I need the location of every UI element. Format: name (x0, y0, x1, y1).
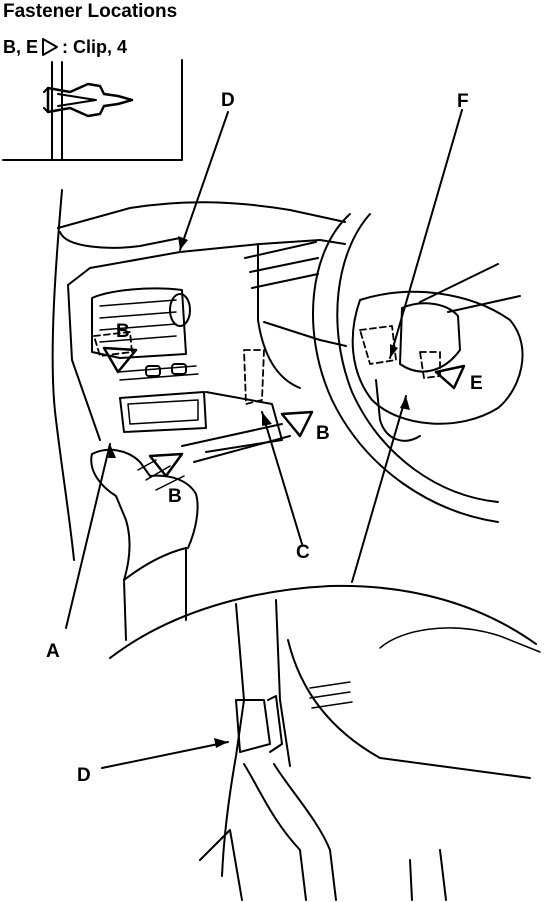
clip-triangle-icon (42, 38, 59, 56)
leader-d-bottom (101, 741, 229, 769)
leader-arrowheads (108, 236, 410, 748)
callout-d-top: D (221, 90, 235, 111)
callout-e: E (470, 373, 483, 394)
callout-f: F (457, 91, 469, 112)
leader-d-top (179, 111, 229, 251)
legend-suffix: : Clip, 4 (62, 36, 128, 57)
leader-lines (65, 109, 463, 769)
callout-c: C (296, 542, 310, 563)
leader-c (261, 411, 303, 545)
zoom-detail (109, 584, 541, 901)
clip-triangle-e (434, 364, 466, 390)
callout-b3: B (168, 486, 182, 507)
clip-markers (102, 346, 466, 478)
leader-e-zoom (351, 395, 407, 583)
clip-detail-inset (2, 59, 183, 161)
dashboard-panel (67, 239, 347, 463)
legend: B, E : Clip, 4 (3, 35, 127, 59)
legend-prefix: B, E (3, 36, 39, 57)
steering-wheel (311, 213, 524, 523)
leader-a (65, 443, 111, 629)
callout-b1: B (116, 321, 130, 342)
callout-b2: B (316, 423, 330, 444)
page-title: Fastener Locations (3, 1, 178, 22)
hand-illustration (90, 448, 199, 641)
clip-triangle-b1 (102, 346, 138, 374)
clip-triangle-b2 (280, 410, 314, 438)
clip-triangle-b3 (148, 452, 184, 478)
callout-a: A (46, 641, 60, 662)
callout-d-bottom: D (77, 765, 91, 786)
clip-icon (46, 82, 134, 118)
leader-f (389, 109, 463, 359)
